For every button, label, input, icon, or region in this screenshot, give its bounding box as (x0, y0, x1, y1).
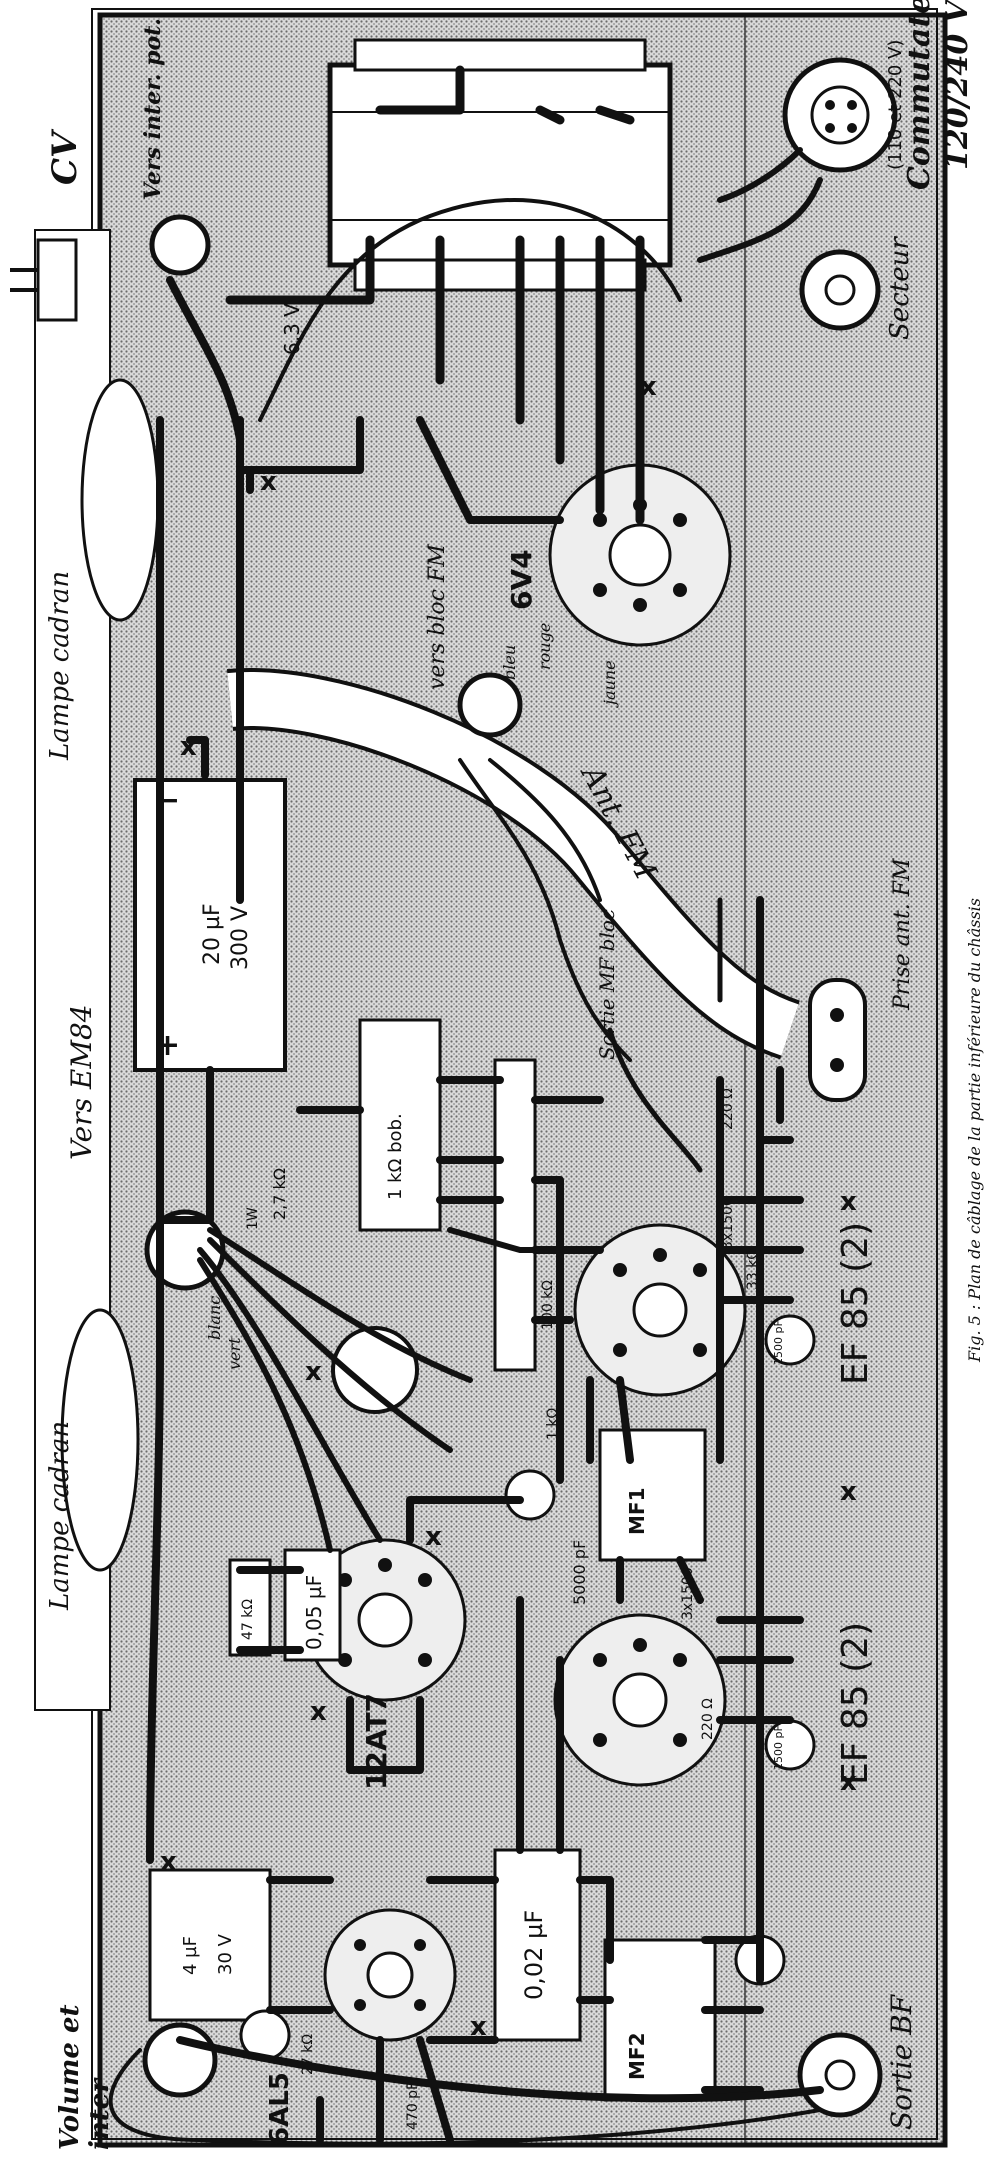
svg-text:x: x (840, 1767, 857, 1797)
wiring (108, 65, 824, 2146)
svg-text:x: x (840, 1477, 857, 1507)
mains-socket (799, 249, 881, 331)
cap-20uf-small (331, 1326, 419, 1414)
pot-grommet (149, 214, 211, 276)
dial-lamp-lower (60, 1308, 140, 1572)
voltage-selector (782, 57, 898, 173)
cap-1500pf-c (764, 1719, 816, 1771)
volume-pot-grommet (142, 2022, 218, 2098)
ground-markers: x x x x x x x x x x x (160, 372, 857, 2042)
cap-0-02uf (493, 1848, 582, 2042)
dial-lamp-upper (80, 378, 160, 622)
res-1k-bob (358, 1018, 442, 1232)
svg-text:x: x (180, 732, 197, 762)
if-transformer-mf2 (603, 1938, 717, 2102)
grommet-fm-bloc (457, 672, 523, 738)
if-transformer-mf1 (598, 1428, 707, 1562)
svg-text:x: x (425, 1522, 442, 1552)
svg-text:x: x (640, 372, 657, 402)
tube-socket-ef85-2 (553, 1613, 727, 1787)
svg-text:x: x (310, 1697, 327, 1727)
tube-socket-6v4 (548, 463, 732, 647)
transformer (327, 38, 673, 292)
tube-socket-6al5 (323, 1908, 457, 2042)
cap-1500pf-b (504, 1469, 556, 1521)
svg-text:x: x (260, 467, 277, 497)
cap-4uf (148, 1868, 272, 2022)
res-47k (228, 1558, 272, 1657)
svg-text:x: x (305, 1357, 322, 1387)
svg-text:x: x (840, 1187, 857, 1217)
cv-tuning-capacitor (10, 238, 78, 322)
svg-text:x: x (470, 2012, 487, 2042)
fm-antenna-socket (808, 978, 867, 1102)
svg-text:x: x (160, 1847, 177, 1877)
tag-strip-upper (493, 1058, 537, 1372)
tube-socket-ef85-1 (573, 1223, 747, 1397)
cap-1500pf-a (764, 1314, 816, 1366)
